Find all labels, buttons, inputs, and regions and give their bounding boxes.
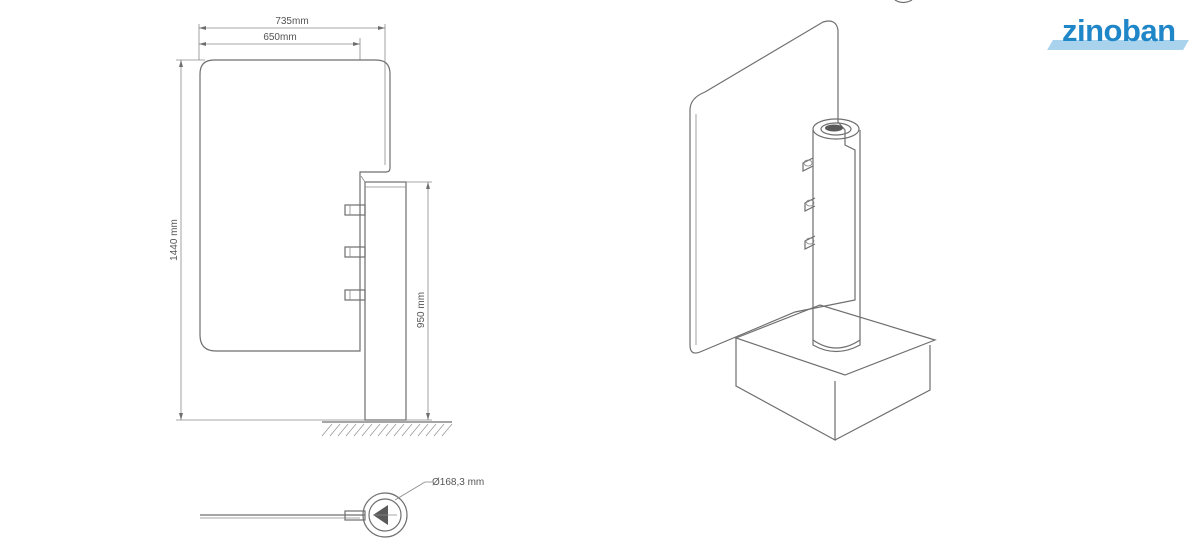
brand-logo-text: zinoban (1062, 13, 1176, 48)
iso-sign-panel (689, 20, 856, 354)
iso-base-right-face (834, 345, 931, 441)
post-body (364, 181, 407, 421)
top-view-bracket (344, 510, 366, 521)
sign-panel-outline (199, 59, 391, 352)
top-view-post-outer (362, 492, 408, 538)
dim-panel-width-label: 650mm (263, 32, 296, 43)
iso-bracket-upper (802, 157, 814, 172)
dim-post-height-label: 950 mm (416, 292, 427, 328)
top-view: Ø168,3 mm (200, 477, 484, 538)
dim-total-height-label: 1440 mm (169, 219, 180, 261)
iso-post-top (812, 118, 860, 140)
bracket-middle (344, 246, 366, 258)
bracket-lower (344, 289, 366, 301)
iso-post-base-ring (812, 339, 861, 349)
front-elevation-view: 735mm 650mm 1440 mm (169, 16, 453, 437)
dim-total-width-label: 735mm (275, 16, 308, 27)
iso-base-top (734, 304, 937, 376)
bracket-upper (344, 204, 366, 216)
iso-bracket-lower (804, 235, 816, 250)
top-view-post-inner (368, 498, 402, 532)
isometric-view (689, 0, 937, 442)
iso-bracket-middle (804, 197, 816, 212)
ground-hatching (321, 423, 453, 437)
brand-logo: zinoban (1047, 12, 1189, 50)
iso-base-left-face (735, 338, 836, 442)
iso-post-body (812, 130, 861, 353)
dim-post-diameter-label: Ø168,3 mm (432, 477, 484, 488)
